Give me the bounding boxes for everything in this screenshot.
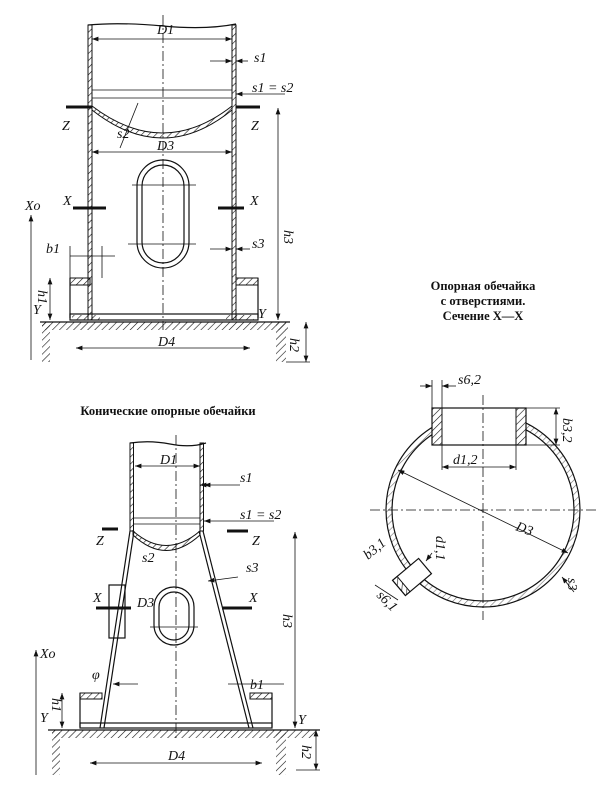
label-s6-1: s6,1 [373, 588, 400, 615]
label-y-right: Y [298, 713, 308, 728]
label-s2: s2 [117, 127, 129, 142]
label-h1: h1 [34, 290, 49, 304]
label-d3: D3 [513, 519, 535, 539]
label-phi: φ [92, 668, 100, 683]
label-xo: Xo [39, 647, 56, 662]
label-s1: s1 [240, 471, 252, 486]
right-wall [231, 24, 237, 321]
label-s1-eq-s2: s1 = s2 [240, 508, 281, 523]
label-x-left: X [92, 591, 102, 606]
manhole-outer [136, 159, 190, 269]
break-line [87, 23, 237, 29]
left-wall [87, 24, 93, 321]
label-s3: s3 [564, 578, 579, 590]
label-s1-eq-s2: s1 = s2 [252, 81, 293, 96]
label-h2: h2 [286, 338, 301, 352]
label-x-right: X [249, 194, 259, 209]
label-y-left: Y [40, 711, 50, 726]
label-d1: D1 [156, 23, 174, 38]
section-title-line3: Сечение X—X [443, 309, 524, 323]
nozzle-side [108, 584, 126, 639]
label-z-left: Z [62, 119, 70, 134]
label-y-right: Y [258, 307, 268, 322]
label-s2: s2 [142, 551, 154, 566]
label-s3: s3 [246, 561, 258, 576]
nozzle-2 [431, 407, 527, 446]
section-title-line2: с отверстиями. [441, 294, 526, 308]
label-s6-2: s6,2 [458, 373, 481, 388]
section-x-x-view: Опорная обечайка с отверстиями. Сечение … [361, 279, 598, 620]
manhole-inner [141, 164, 185, 264]
label-z-right: Z [251, 119, 259, 134]
label-d4: D4 [167, 749, 185, 764]
label-x-right: X [248, 591, 258, 606]
label-d1-2: d1,2 [453, 453, 478, 468]
label-h1: h1 [48, 698, 63, 712]
foundation [42, 322, 288, 330]
section-title-line1: Опорная обечайка [431, 279, 537, 293]
label-xo: Xo [24, 199, 41, 214]
label-h2: h2 [298, 745, 313, 759]
label-d1-1: d1,1 [432, 536, 447, 561]
label-b3-1: b3,1 [361, 536, 389, 563]
label-b1: b1 [46, 242, 60, 257]
conical-title: Конические опорные обечайки [80, 404, 255, 418]
label-h3: h3 [279, 614, 294, 628]
label-s3: s3 [252, 237, 264, 252]
label-b1: b1 [250, 678, 264, 693]
label-d3: D3 [156, 139, 174, 154]
conical-support-view: Конические опорные обечайки D1 [33, 404, 320, 775]
label-z-right: Z [252, 534, 260, 549]
label-s1: s1 [254, 51, 266, 66]
nozzle-1 [391, 557, 433, 597]
label-h3: h3 [280, 230, 295, 244]
label-z-left: Z [96, 534, 104, 549]
label-d3: D3 [136, 596, 154, 611]
label-b3-2: b3,2 [559, 418, 574, 443]
label-x-left: X [62, 194, 72, 209]
cylindrical-support-view: D1 s1 s1 = s2 Z Z s2 D3 X X Xo h3 s3 b1 … [24, 15, 310, 363]
label-y-left: Y [33, 303, 43, 318]
bottom-head [91, 104, 233, 139]
label-d1: D1 [159, 453, 177, 468]
label-d4: D4 [157, 335, 175, 350]
